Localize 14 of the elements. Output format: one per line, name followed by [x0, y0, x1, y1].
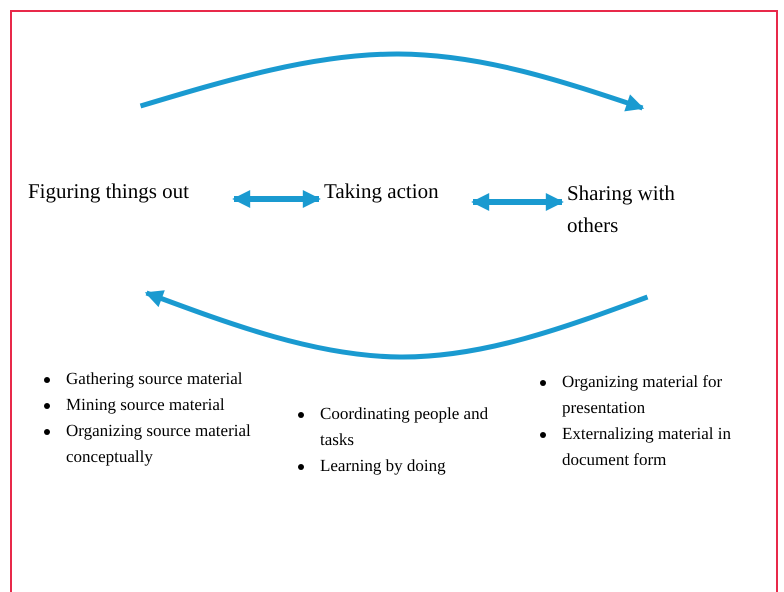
stage-label: Sharing with others	[567, 177, 712, 241]
bullet-item: Learning by doing	[320, 455, 447, 477]
bullet-item: Mining source material	[66, 394, 226, 416]
bullet-item: Organizing source material conceptually	[66, 420, 252, 468]
stage-label: Taking action	[324, 175, 472, 207]
arrow	[232, 190, 321, 208]
bullet-item: Organizing material for presentation	[562, 371, 724, 419]
stage-label: Figuring things out	[28, 175, 233, 207]
bullet-item: Externalizing material in document form	[562, 423, 732, 471]
arrow	[144, 290, 648, 360]
arrow	[140, 52, 644, 112]
bullet-item: Coordinating people and tasks	[320, 403, 490, 451]
arrow	[471, 193, 564, 211]
bullet-item: Gathering source material	[66, 368, 244, 390]
